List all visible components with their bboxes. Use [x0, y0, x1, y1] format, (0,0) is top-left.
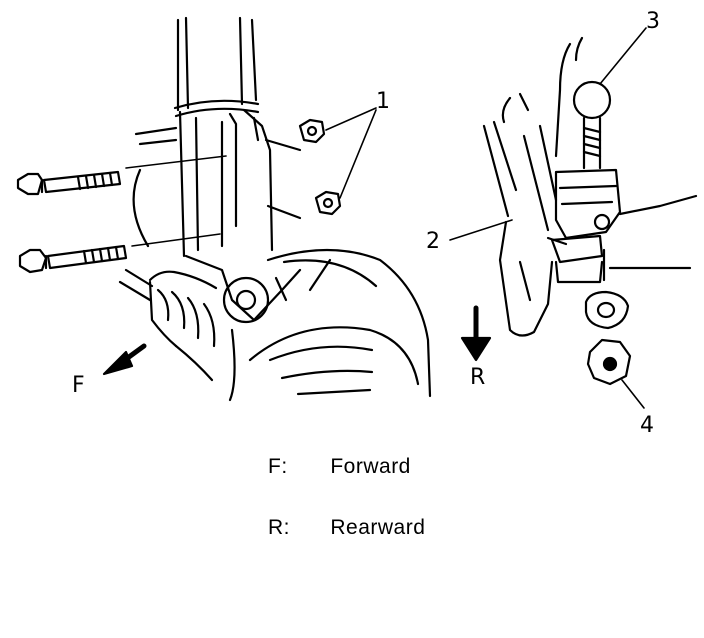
washer: [584, 290, 630, 330]
legend-key: F:: [268, 455, 288, 478]
callout-2: 2: [426, 229, 440, 254]
legend-text: Forward: [330, 455, 411, 478]
steering-knuckle: [132, 168, 432, 402]
callout-1: 1: [376, 89, 390, 114]
rearward-arrow-icon: [460, 305, 492, 362]
callout-3: 3: [646, 9, 660, 34]
direction-label-forward: F: [72, 373, 85, 398]
direction-label-rearward: R: [470, 365, 485, 390]
lock-nut: [586, 338, 632, 386]
bolt-upper: [16, 170, 122, 196]
callout-4: 4: [640, 413, 654, 438]
stabilizer-link-assembly: [482, 36, 698, 337]
legend-row-rearward: R: Rearward: [268, 516, 425, 540]
drive-shaft-boot: [118, 268, 218, 382]
diagram: 1 2 3 4 F R: [16, 9, 698, 438]
legend-text: Rearward: [330, 516, 426, 539]
strut-assembly: [134, 16, 302, 258]
legend-key: R:: [268, 516, 290, 539]
nut-lower: [314, 190, 342, 216]
nut-upper: [298, 118, 326, 144]
bolt-lower: [18, 244, 128, 274]
stabilizer-bolt: [572, 80, 612, 231]
forward-arrow-icon: [102, 343, 147, 376]
leader-lines-left: [125, 107, 377, 247]
leader-lines-right: [449, 27, 647, 409]
legend-row-forward: F: Forward: [268, 455, 411, 479]
